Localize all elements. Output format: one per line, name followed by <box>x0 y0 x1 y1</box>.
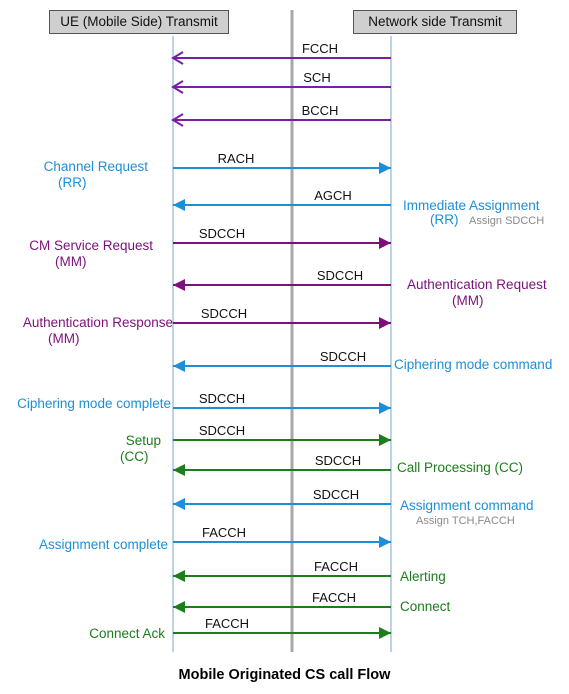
arrowhead-right <box>379 627 391 639</box>
arrowhead-right <box>379 434 391 446</box>
message-17: FACCH Connect Ack <box>89 616 391 641</box>
arrowhead-right <box>379 536 391 548</box>
assignment-note: Assign TCH,FACCH <box>416 515 515 527</box>
channel-label: BCCH <box>302 103 339 118</box>
channel-label: SDCCH <box>315 453 361 468</box>
message-name: Setup <box>126 433 161 448</box>
channel-label: SDCCH <box>317 268 363 283</box>
arrowhead-right <box>379 237 391 249</box>
channel-label: FACCH <box>205 616 249 631</box>
message-15: FACCH Alerting <box>173 559 446 584</box>
message-11: SDCCH Setup(CC) <box>120 423 391 464</box>
message-2: SCH <box>171 70 391 94</box>
channel-label: SDCCH <box>201 306 247 321</box>
protocol-layer: (CC) <box>120 449 149 464</box>
channel-label: FACCH <box>312 590 356 605</box>
arrowhead-right <box>379 162 391 174</box>
arrowhead-left <box>173 360 185 372</box>
message-name: Assignment complete <box>39 537 168 552</box>
message-name: Call Processing (CC) <box>397 460 523 475</box>
channel-label: SDCCH <box>313 487 359 502</box>
message-10: SDCCH Ciphering mode complete <box>17 391 391 414</box>
message-8: SDCCH Authentication Response(MM) <box>23 306 391 346</box>
channel-label: RACH <box>218 151 255 166</box>
diagram-title: Mobile Originated CS call Flow <box>178 667 391 683</box>
arrowhead-left <box>171 51 184 65</box>
arrowhead-right <box>379 402 391 414</box>
message-3: BCCH <box>171 103 391 127</box>
arrowhead-left <box>171 80 184 94</box>
message-16: FACCH Connect <box>173 590 451 614</box>
arrowhead-right <box>379 317 391 329</box>
message-6: SDCCH CM Service Request(MM) <box>29 226 391 269</box>
channel-label: AGCH <box>314 188 352 203</box>
message-name: Alerting <box>400 569 446 584</box>
arrowhead-left <box>173 601 185 613</box>
arrowhead-left <box>173 279 185 291</box>
channel-label: FCCH <box>302 41 338 56</box>
protocol-layer: (MM) <box>55 254 86 269</box>
message-name: Connect Ack <box>89 626 165 641</box>
message-4: RACH Channel Request(RR) <box>44 151 391 190</box>
message-name: CM Service Request <box>29 238 153 253</box>
protocol-layer: (RR) <box>430 212 459 227</box>
message-7: SDCCH Authentication Request(MM) <box>173 268 547 308</box>
message-name: Authentication Response <box>23 315 173 330</box>
network-transmit-header: Network side Transmit <box>353 10 517 34</box>
channel-label: FACCH <box>314 559 358 574</box>
channel-label: SDCCH <box>199 423 245 438</box>
message-12: SDCCH Call Processing (CC) <box>173 453 523 476</box>
arrowhead-left <box>173 570 185 582</box>
channel-label: SDCCH <box>320 349 366 364</box>
assignment-note: Assign SDCCH <box>469 215 544 227</box>
arrowhead-left <box>173 464 185 476</box>
channel-label: FACCH <box>202 525 246 540</box>
message-name: Ciphering mode complete <box>17 396 171 411</box>
ue-transmit-header: UE (Mobile Side) Transmit <box>49 10 229 34</box>
message-name: Assignment command <box>400 498 534 513</box>
message-5: AGCH Immediate Assignment(RR) Assign SDCCH <box>173 188 544 227</box>
channel-label: SDCCH <box>199 391 245 406</box>
message-name: Ciphering mode command <box>394 357 552 372</box>
message-9: SDCCH Ciphering mode command <box>173 349 552 372</box>
message-14: FACCH Assignment complete <box>39 525 391 552</box>
message-1: FCCH <box>171 41 391 65</box>
message-name: Channel Request <box>44 159 149 174</box>
arrowhead-left <box>173 498 185 510</box>
message-name: Immediate Assignment <box>403 198 540 213</box>
protocol-layer: (RR) <box>58 175 87 190</box>
arrowhead-left <box>173 199 185 211</box>
protocol-layer: (MM) <box>452 293 483 308</box>
channel-label: SCH <box>303 70 330 85</box>
message-name: Connect <box>400 599 451 614</box>
message-name: Authentication Request <box>407 277 547 292</box>
channel-label: SDCCH <box>199 226 245 241</box>
arrowhead-left <box>171 113 184 127</box>
protocol-layer: (MM) <box>48 331 79 346</box>
